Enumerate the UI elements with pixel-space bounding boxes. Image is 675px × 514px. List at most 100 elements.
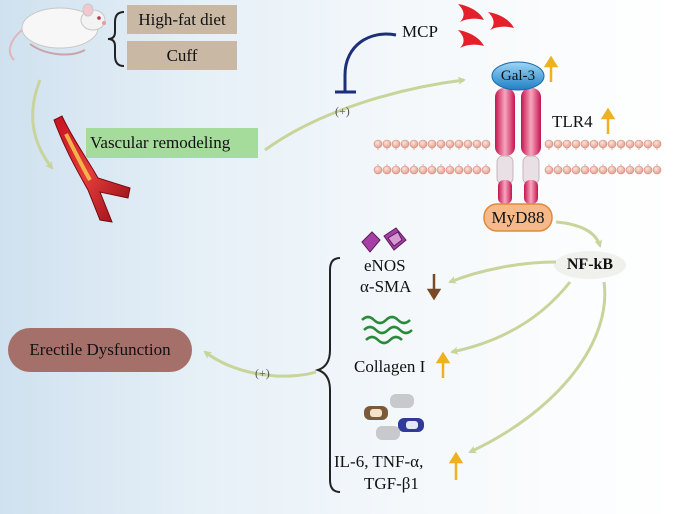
myd88-protein (483, 203, 553, 232)
lipid-head (562, 139, 572, 149)
remodeling-box: Vascular remodeling (86, 128, 258, 158)
lipid-head (409, 139, 419, 149)
remodeling-to-receptor-arrow (264, 76, 466, 152)
nfkb-to-collagen-arrow (450, 281, 572, 355)
lipid-head (427, 139, 437, 149)
lipid-head (382, 165, 392, 175)
cytokine-icon (364, 394, 424, 440)
lipid-head (481, 165, 491, 175)
lipid-head (598, 139, 608, 149)
lipid-head (607, 139, 617, 149)
lipid-head (571, 139, 581, 149)
lipid-head (616, 165, 626, 175)
lipid-head (454, 165, 464, 175)
lipid-head (643, 165, 653, 175)
nfkb-node (554, 251, 626, 279)
mcp-inhibition-line (343, 32, 397, 92)
myd88-to-nfkb-arrow (555, 220, 603, 248)
plus-sign-lower: (+) (255, 366, 270, 380)
lipid-head (409, 165, 419, 175)
lipid-head (481, 139, 491, 149)
cuff-condition-label: Cuff (166, 45, 198, 65)
tlr4-label: TLR4 (552, 112, 593, 131)
lipid-head (418, 139, 428, 149)
tlr4-up-arrow (600, 107, 616, 134)
lipid-head (454, 139, 464, 149)
lipid-head (445, 165, 455, 175)
lipid-head (382, 139, 392, 149)
lipid-head (634, 165, 644, 175)
diet-condition-label: High-fat diet (138, 9, 226, 29)
rat-icon (8, 3, 106, 61)
lipid-head (589, 139, 599, 149)
lipid-head (553, 139, 563, 149)
lipid-head (580, 165, 590, 175)
crystal-icon (361, 227, 407, 253)
dysfunction-label: Erectile Dysfunction (29, 340, 171, 359)
dysfunction-pill (8, 328, 192, 372)
lipid-head (643, 139, 653, 149)
lipid-head (391, 139, 401, 149)
condition-brace (107, 11, 125, 67)
outputs-brace (314, 257, 341, 493)
lipid-head (400, 165, 410, 175)
lipid-head (652, 165, 662, 175)
gal3-protein (491, 61, 545, 91)
lipid-head (373, 165, 383, 175)
lipid-head (553, 165, 563, 175)
collagen-up-arrow (435, 351, 451, 378)
lipid-head (652, 139, 662, 149)
cell-membrane (373, 139, 662, 175)
lipid-head (634, 139, 644, 149)
lipid-head (418, 165, 428, 175)
collagen-fiber-icon (361, 315, 413, 345)
lipid-head (625, 165, 635, 175)
gal3-up-arrow (543, 55, 559, 82)
tlr4-receptor (495, 88, 541, 204)
plus-sign-upper: (+) (335, 104, 350, 118)
cytokines-label-line1: IL-6, TNF-α, (334, 452, 424, 471)
enos-label: eNOS (364, 256, 406, 275)
lipid-head (625, 139, 635, 149)
nfkb-label: NF-kB (566, 256, 614, 273)
lipid-head (436, 165, 446, 175)
lipid-head (544, 139, 554, 149)
lipid-head (580, 139, 590, 149)
lipid-head (472, 165, 482, 175)
lipid-head (589, 165, 599, 175)
lipid-head (427, 165, 437, 175)
mcp-label: MCP (402, 22, 438, 41)
myd88-label: MyD88 (491, 207, 545, 227)
nfkb-to-cytokines-arrow (468, 281, 607, 454)
collagen-label: Collagen I (354, 357, 426, 376)
remodeling-label: Vascular remodeling (90, 133, 231, 152)
enos-down-arrow (426, 274, 442, 301)
lipid-head (463, 165, 473, 175)
lipid-head (472, 139, 482, 149)
lipid-head (463, 139, 473, 149)
sma-label: α-SMA (360, 277, 412, 296)
lipid-head (598, 165, 608, 175)
lipid-head (436, 139, 446, 149)
nfkb-to-enos-arrow (448, 260, 557, 284)
lipid-head (607, 165, 617, 175)
rat-to-artery-arrow (31, 79, 54, 170)
lipid-head (571, 165, 581, 175)
artery-icon (53, 115, 131, 223)
lipid-head (616, 139, 626, 149)
mcp-icon (458, 4, 514, 48)
gal3-label: Gal-3 (500, 67, 536, 84)
diet-condition-box: High-fat diet (127, 5, 237, 34)
lipid-head (445, 139, 455, 149)
to-dysfunction-arrow (203, 350, 317, 378)
lipid-head (562, 165, 572, 175)
lipid-head (373, 139, 383, 149)
cytokines-up-arrow (448, 451, 464, 480)
lipid-head (400, 139, 410, 149)
lipid-head (391, 165, 401, 175)
cuff-condition-box: Cuff (127, 41, 237, 70)
cytokines-label-line2: TGF-β1 (364, 474, 419, 493)
lipid-head (544, 165, 554, 175)
